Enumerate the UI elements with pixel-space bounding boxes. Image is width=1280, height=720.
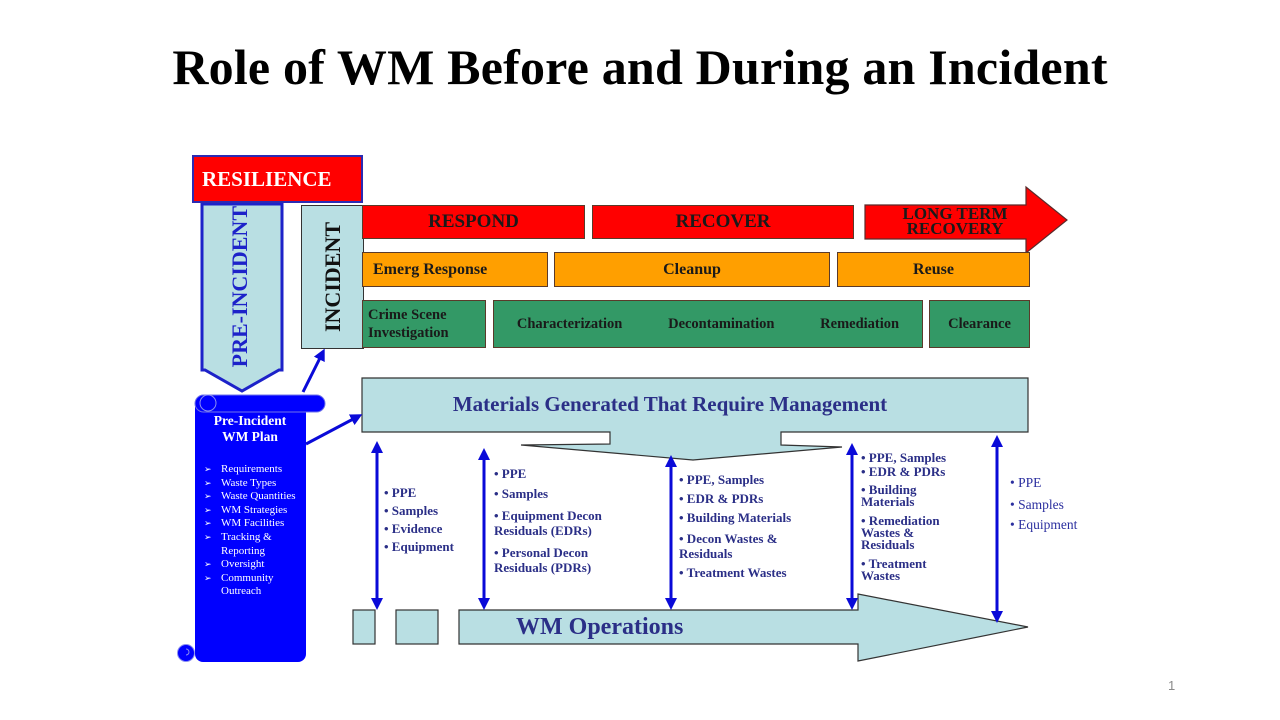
material-item: • Decon Wastes & Residuals <box>679 531 778 561</box>
material-item: • Building Materials <box>679 510 792 525</box>
material-item: • PPE <box>384 485 417 500</box>
materials-column-3: • PPE, Samples • EDR & PDRs • Building M… <box>679 472 829 583</box>
plan-title-line-2: WM Plan <box>222 429 278 444</box>
materials-column-1: • PPE • Samples • Evidence • Equipment <box>384 485 479 557</box>
material-item: • PPE, Samples <box>861 450 947 465</box>
material-item: • Building Materials <box>861 482 917 509</box>
materials-column-4: • PPE, Samples • EDR & PDRs • Building M… <box>861 450 981 586</box>
decontamination-task: Decontamination <box>668 315 775 332</box>
slide-title: Role of WM Before and During an Incident <box>172 39 1108 95</box>
characterization-task: Characterization <box>516 315 623 332</box>
incident-phase: INCIDENT <box>301 205 364 349</box>
ltr-line-2: RECOVERY <box>906 219 1004 238</box>
crime-scene-line-1: Crime Scene <box>368 307 447 323</box>
plan-item: Requirements <box>204 463 314 477</box>
remediation-task: Remediation <box>820 315 900 332</box>
material-item: • Samples <box>1010 497 1064 512</box>
material-item: • Evidence <box>384 521 443 536</box>
long-term-recovery-arrow <box>864 185 1068 255</box>
material-item: • EDR & PDRs <box>861 464 946 479</box>
material-item: • PPE <box>494 466 527 481</box>
plan-item: Waste Types <box>204 477 314 491</box>
material-item: • Samples <box>494 486 549 501</box>
material-item: • Samples <box>384 503 439 518</box>
pre-incident-label: PRE-INCIDENT <box>227 206 252 368</box>
pre-incident-plan-title: Pre-Incident WM Plan <box>195 413 305 445</box>
materials-label: Materials Generated That Require Managem… <box>452 392 888 416</box>
cleanup-activity: Cleanup <box>554 252 830 287</box>
reuse-activity: Reuse <box>837 252 1030 287</box>
respond-phase: RESPOND <box>362 205 585 239</box>
material-item: • Remediation Wastes & Residuals <box>861 513 940 552</box>
materials-column-5: • PPE • Samples • Equipment <box>1010 474 1110 536</box>
resilience-box: RESILIENCE <box>192 155 363 203</box>
wm-operations-label: WM Operations <box>516 614 684 640</box>
plan-item: Tracking & Reporting <box>204 531 314 558</box>
plan-item: Waste Quantities <box>204 490 314 504</box>
material-item: • EDR & PDRs <box>679 491 764 506</box>
material-item: • PPE, Samples <box>679 472 765 487</box>
clearance-task: Clearance <box>929 300 1030 348</box>
plan-item: WM Strategies <box>204 504 314 518</box>
material-item: • Personal Decon Residuals (PDRs) <box>494 545 592 575</box>
material-item: • PPE <box>1010 475 1042 490</box>
slide-number: 1 <box>1168 678 1176 693</box>
plan-item: Community Outreach <box>204 572 314 599</box>
crime-scene-line-2: Investigation <box>368 325 449 341</box>
plan-item: WM Facilities <box>204 517 314 531</box>
emerg-response-activity: Emerg Response <box>362 252 548 287</box>
plan-title-line-1: Pre-Incident <box>213 413 287 428</box>
incident-label: INCIDENT <box>319 221 345 333</box>
materials-callout <box>361 377 1029 461</box>
material-item: • Equipment Decon Residuals (EDRs) <box>494 508 602 538</box>
pre-incident-plan-list: Requirements Waste Types Waste Quantitie… <box>204 463 314 599</box>
wm-operations-arrow <box>458 593 1029 662</box>
plan-item: Oversight <box>204 558 314 572</box>
characterization-group: Characterization Decontamination Remedia… <box>493 300 923 348</box>
material-item: • Equipment <box>1010 517 1078 532</box>
pre-incident-phase: PRE-INCIDENT <box>214 206 266 368</box>
materials-column-2: • PPE • Samples • Equipment Decon Residu… <box>494 466 664 578</box>
ltr-line-1: LONG TERM <box>902 204 1008 223</box>
recover-phase: RECOVER <box>592 205 854 239</box>
ops-block-small <box>352 609 376 645</box>
crime-scene-task: Crime Scene Investigation <box>362 300 486 348</box>
resilience-label: RESILIENCE <box>202 166 332 191</box>
ops-block-medium <box>395 609 439 645</box>
material-item: • Equipment <box>384 539 454 554</box>
arrow-to-incident <box>301 348 325 393</box>
material-item: • Treatment Wastes <box>861 556 927 583</box>
long-term-recovery-label: LONG TERM RECOVERY <box>880 204 1030 238</box>
material-item: • Treatment Wastes <box>679 565 787 580</box>
arrow-to-materials <box>305 414 363 446</box>
